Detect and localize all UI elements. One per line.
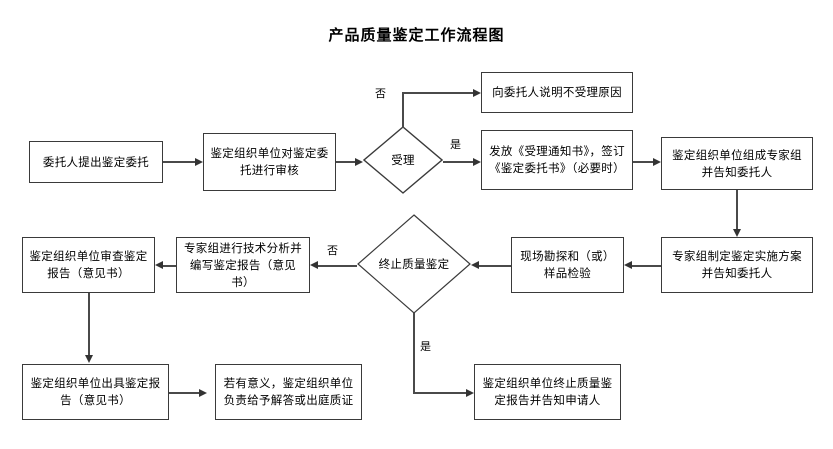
- node-answer-or-testify: 若有意义，鉴定组织单位负责给予解答或出庭质证: [215, 364, 362, 420]
- decision-terminate-appraisal: 终止质量鉴定: [357, 214, 471, 314]
- arrowhead-d1-n4: [473, 157, 481, 166]
- decision-accept-case: 受理: [363, 126, 443, 194]
- node-site-survey-sample-test: 现场勘探和（或）样品检验: [511, 237, 624, 293]
- arrowhead-d2-n8: [310, 260, 318, 269]
- node-label: 鉴定组织单位终止质量鉴定报告并告知申请人: [482, 376, 613, 407]
- node-entrust-request: 委托人提出鉴定委托: [29, 141, 163, 183]
- edge-label-d1-yes: 是: [450, 138, 461, 151]
- edge-d1-no-vertical: [402, 92, 404, 128]
- node-label: 鉴定组织单位对鉴定委托进行审核: [210, 146, 329, 177]
- node-expert-plan: 专家组制定鉴定实施方案并告知委托人: [661, 237, 813, 293]
- diamond-shape: [363, 126, 443, 194]
- node-label: 向委托人说明不受理原因: [492, 85, 622, 99]
- edge-d2-yes-horizontal: [413, 392, 466, 394]
- edge-n5-n6: [736, 190, 738, 229]
- arrowhead-d2-n12: [466, 388, 474, 397]
- node-label: 鉴定组织单位出具鉴定报告（意见书）: [30, 376, 161, 407]
- edge-n2-d1: [336, 161, 355, 163]
- edge-d1-yes: [443, 161, 473, 163]
- node-issue-acceptance-notice: 发放《受理通知书》，签订《鉴定委托书》（必要时）: [481, 130, 633, 190]
- edge-n8-n9: [163, 265, 176, 267]
- arrowhead-n6-n7: [624, 260, 632, 269]
- decision-label: 终止质量鉴定: [357, 214, 471, 314]
- arrowhead-n4-n5: [653, 157, 661, 166]
- arrowhead-n9-n10: [84, 355, 93, 363]
- edge-label-d1-no: 否: [375, 87, 386, 100]
- node-terminate-report-notify: 鉴定组织单位终止质量鉴定报告并告知申请人: [474, 364, 621, 420]
- arrowhead-n7-d2: [471, 260, 479, 269]
- edge-n4-n5: [633, 161, 653, 163]
- node-form-expert-group: 鉴定组织单位组成专家组并告知委托人: [661, 137, 813, 190]
- node-issue-final-report: 鉴定组织单位出具鉴定报告（意见书）: [22, 364, 169, 420]
- edge-n9-n10: [88, 293, 90, 355]
- edge-n6-n7: [632, 265, 661, 267]
- node-label: 现场勘探和（或）样品检验: [520, 249, 615, 280]
- node-label: 鉴定组织单位审查鉴定报告（意见书）: [29, 249, 148, 280]
- arrowhead-d1-n3: [473, 88, 481, 97]
- edge-n1-n2: [163, 161, 195, 163]
- node-label: 专家组制定鉴定实施方案并告知委托人: [672, 249, 802, 280]
- node-review-entrustment: 鉴定组织单位对鉴定委托进行审核: [203, 133, 336, 191]
- decision-label-text: 终止质量鉴定: [378, 257, 450, 271]
- node-label: 委托人提出鉴定委托: [42, 154, 150, 169]
- edge-d1-no-horizontal: [402, 92, 473, 94]
- decision-label: 受理: [391, 153, 415, 167]
- arrowhead-n2-d1: [355, 157, 363, 166]
- edge-n7-d2: [479, 265, 511, 267]
- node-explain-rejection: 向委托人说明不受理原因: [481, 72, 633, 113]
- edge-d2-no: [318, 265, 357, 267]
- page-title: 产品质量鉴定工作流程图: [328, 26, 505, 44]
- node-label: 若有意义，鉴定组织单位负责给予解答或出庭质证: [223, 376, 354, 407]
- node-label: 鉴定组织单位组成专家组并告知委托人: [672, 147, 802, 179]
- arrowhead-n5-n6: [732, 229, 741, 237]
- node-review-report: 鉴定组织单位审查鉴定报告（意见书）: [22, 237, 155, 293]
- edge-d2-yes-vertical: [413, 313, 415, 392]
- arrowhead-n10-n11: [199, 388, 207, 397]
- node-label: 专家组进行技术分析并编写鉴定报告（意见书）: [184, 240, 302, 289]
- edge-n10-n11: [169, 392, 199, 394]
- arrowhead-n8-n9: [155, 260, 163, 269]
- node-label: 发放《受理通知书》，签订《鉴定委托书》（必要时）: [489, 144, 625, 175]
- edge-label-d2-no: 否: [327, 244, 338, 257]
- node-technical-analysis-report: 专家组进行技术分析并编写鉴定报告（意见书）: [176, 237, 310, 293]
- edge-label-d2-yes: 是: [420, 340, 431, 353]
- arrowhead-n1-n2: [195, 157, 203, 166]
